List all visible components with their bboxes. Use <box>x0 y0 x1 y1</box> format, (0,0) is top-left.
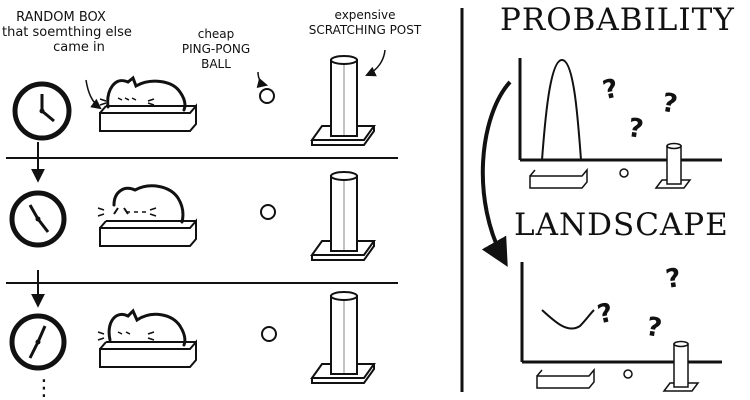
random-box-label: RANDOM BOX that soemthing else came in <box>2 10 132 55</box>
top-plot-axes <box>518 58 722 162</box>
ping-pong-ball-icon <box>259 88 275 104</box>
cat-icon <box>99 75 187 112</box>
top-plot-curve <box>541 58 582 161</box>
question-mark: ? <box>660 88 680 120</box>
scratching-post-icon <box>654 142 692 189</box>
scratching-post-label: expensive SCRATCHING POST <box>308 8 422 37</box>
ping-pong-ball-icon <box>619 168 629 178</box>
question-mark: ? <box>595 298 616 330</box>
title-probability: PROBABILITY <box>500 2 735 38</box>
ping-pong-ball-icon <box>260 204 276 220</box>
cat-icon <box>97 184 185 224</box>
scratching-post-icon <box>310 55 376 146</box>
title-landscape: LANDSCAPE <box>514 207 729 243</box>
label-pointer-arrow <box>85 79 102 110</box>
random-box <box>99 103 197 132</box>
label-pointer-arrow <box>256 71 269 89</box>
question-mark: ? <box>644 312 664 344</box>
continuation-dots: ⋮ <box>33 376 55 400</box>
scratching-post-icon <box>310 171 376 261</box>
label-pointer-arrow <box>365 49 386 77</box>
clock-icon <box>9 190 67 248</box>
scratching-post-icon <box>310 291 376 384</box>
ping-pong-label: cheap PING-PONG BALL <box>181 27 251 71</box>
ping-pong-ball-icon <box>623 369 633 379</box>
question-mark: ? <box>600 74 621 106</box>
cat-icon <box>97 308 187 347</box>
clock-icon <box>12 81 72 141</box>
random-box <box>536 367 595 389</box>
question-mark: ? <box>626 113 645 145</box>
random-box <box>99 218 197 247</box>
bottom-plot-curve <box>541 309 595 330</box>
scratching-post-icon <box>662 340 700 392</box>
question-mark: ? <box>664 263 683 295</box>
random-box <box>99 339 197 368</box>
clock-icon <box>9 313 67 371</box>
random-box <box>529 167 588 189</box>
bottom-plot-axes <box>520 262 722 364</box>
transition-arrow <box>480 80 512 267</box>
ping-pong-ball-icon <box>261 326 277 342</box>
